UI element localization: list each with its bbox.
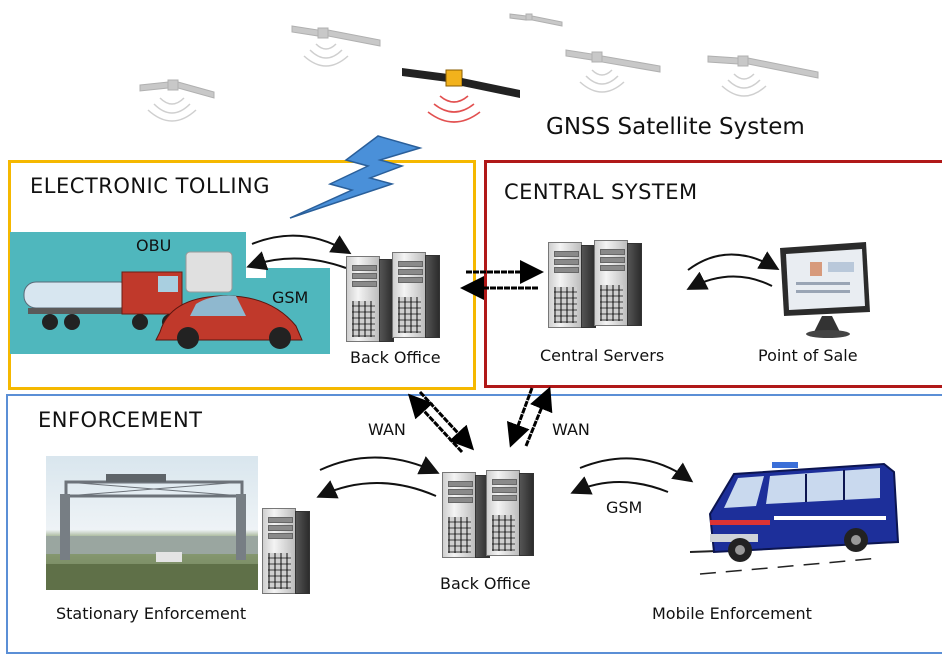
central-server-2 [594,240,642,326]
electronic-tolling-panel [8,160,476,390]
gantry-image [46,456,258,590]
police-van-icon [689,462,900,575]
truck-car-image [10,232,346,354]
tolling-back-office-server-1 [346,256,394,342]
enforcement-back-office-server-1 [442,472,490,558]
monitor-icon [780,242,870,338]
satellite-icon [139,13,819,123]
central-system-panel [484,160,942,388]
gnss-label: GNSS Satellite System [546,114,805,140]
central-servers-label: Central Servers [540,346,665,365]
stationary-enforcement-label: Stationary Enforcement [56,604,247,623]
tolling-back-office-label: Back Office [350,348,441,367]
wan-left-label: WAN [368,420,406,439]
central-server-1 [548,242,596,328]
enforcement-gsm-label: GSM [606,498,643,517]
tolling-gsm-label: GSM [272,288,309,307]
stationary-server [262,508,310,594]
obu-label: OBU [136,236,172,255]
enforcement-back-office-label: Back Office [440,574,531,593]
mobile-enforcement-label: Mobile Enforcement [652,604,812,623]
enforcement-back-office-server-2 [486,470,534,556]
point-of-sale-label: Point of Sale [758,346,858,365]
wan-right-label: WAN [552,420,590,439]
tolling-back-office-server-2 [392,252,440,338]
electronic-tolling-title: ELECTRONIC TOLLING [30,174,271,198]
central-system-title: CENTRAL SYSTEM [504,180,698,204]
enforcement-title: ENFORCEMENT [38,408,203,432]
